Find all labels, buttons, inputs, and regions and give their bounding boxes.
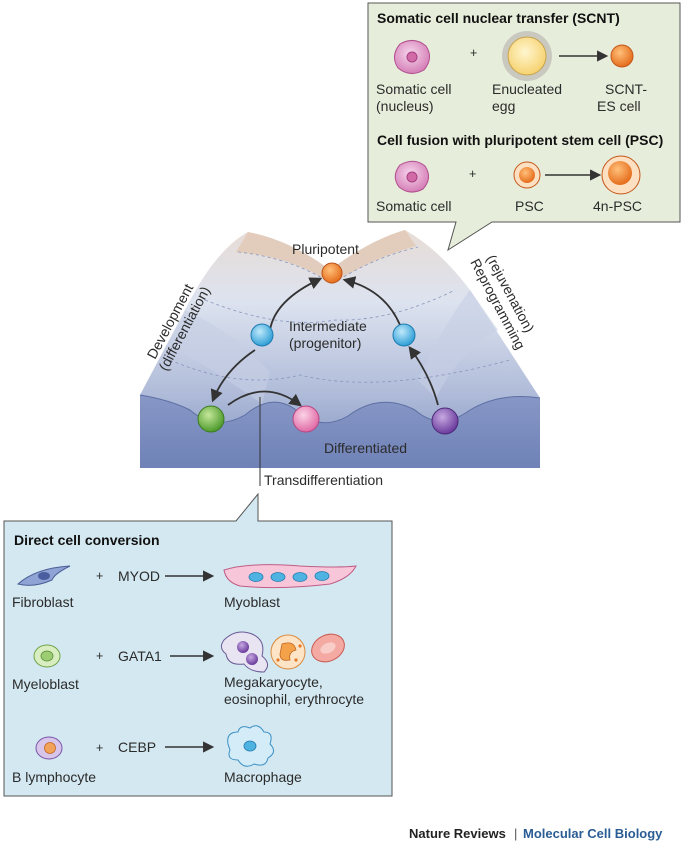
intermediate-cell-right	[392, 323, 416, 347]
differentiated-label: Differentiated	[324, 440, 407, 456]
b-lymphocyte-label: B lymphocyte	[12, 769, 96, 785]
reprogramming-arrow	[342, 276, 401, 326]
somatic-cell-icon	[394, 160, 429, 193]
eosinophil-icon	[270, 634, 306, 670]
b-lymphocyte-icon	[35, 736, 63, 760]
megakaryocyte-icon	[220, 631, 268, 673]
psc-label: PSC	[515, 198, 544, 214]
myeloblast-icon	[33, 644, 61, 668]
scnt-somatic-label-sub: (nucleus)	[376, 98, 434, 114]
intermediate-label: Intermediate	[289, 318, 367, 334]
epigenetic-landscape: Pluripotent Intermediate (progenitor) Di…	[139, 230, 541, 488]
reprogramming-methods-panel: Somatic cell nuclear transfer (SCNT) + S…	[367, 2, 681, 252]
differentiated-cell-pink	[292, 405, 320, 433]
plus-sign: +	[96, 741, 103, 755]
transdifferentiation-arrow	[227, 390, 302, 407]
scnt-es-label-sub: ES cell	[597, 98, 641, 114]
somatic-cell-icon	[394, 40, 430, 74]
direct-conversion-title: Direct cell conversion	[14, 532, 160, 548]
differentiated-cell-green	[197, 405, 225, 433]
enucleated-egg-icon	[502, 31, 552, 81]
intermediate-label-sub: (progenitor)	[289, 335, 361, 351]
footer: Nature Reviews | Molecular Cell Biology	[409, 826, 663, 841]
scnt-somatic-label: Somatic cell	[376, 81, 451, 97]
macrophage-icon	[227, 725, 274, 767]
pluripotent-label: Pluripotent	[292, 241, 359, 257]
enucleated-label: Enucleated	[492, 81, 562, 97]
reprogramming-arrow	[408, 345, 439, 406]
direct-conversion-panel: Direct cell conversion + MYOD Fibroblast…	[3, 492, 393, 797]
intermediate-cell-left	[250, 323, 274, 347]
fusion-title: Cell fusion with pluripotent stem cell (…	[377, 132, 663, 148]
myoblast-label: Myoblast	[224, 594, 280, 610]
myoblast-icon	[223, 564, 357, 589]
4n-psc-icon	[601, 155, 641, 195]
erythrocyte-icon	[311, 633, 345, 663]
scnt-title: Somatic cell nuclear transfer (SCNT)	[377, 10, 620, 26]
scnt-es-label: SCNT-	[605, 81, 647, 97]
pluripotent-cell	[321, 262, 343, 284]
differentiated-cell-purple	[431, 407, 459, 435]
footer-subjournal: Molecular Cell Biology	[523, 826, 663, 841]
megakaryocyte-label-sub: eosinophil, erythrocyte	[224, 691, 364, 707]
plus-sign: +	[470, 46, 477, 60]
megakaryocyte-label: Megakaryocyte,	[224, 674, 323, 690]
factor-gata1: GATA1	[118, 648, 162, 664]
scnt-es-cell-icon	[610, 44, 634, 68]
development-arrow	[269, 277, 323, 331]
footer-separator: |	[514, 826, 517, 841]
fibroblast-icon	[16, 565, 71, 586]
myeloblast-label: Myeloblast	[12, 676, 79, 692]
psc-icon	[513, 161, 541, 189]
plus-sign: +	[96, 569, 103, 583]
fibroblast-label: Fibroblast	[12, 594, 74, 610]
factor-cebp: CEBP	[118, 739, 156, 755]
fusion-somatic-label: Somatic cell	[376, 198, 451, 214]
plus-sign: +	[96, 649, 103, 663]
factor-myod: MYOD	[118, 568, 160, 584]
enucleated-label-sub: egg	[492, 98, 515, 114]
macrophage-label: Macrophage	[224, 769, 302, 785]
development-arrow	[210, 349, 256, 403]
4n-psc-label: 4n-PSC	[593, 198, 642, 214]
plus-sign: +	[469, 167, 476, 181]
footer-journal: Nature Reviews	[409, 826, 506, 841]
transdifferentiation-label: Transdifferentiation	[264, 472, 383, 488]
